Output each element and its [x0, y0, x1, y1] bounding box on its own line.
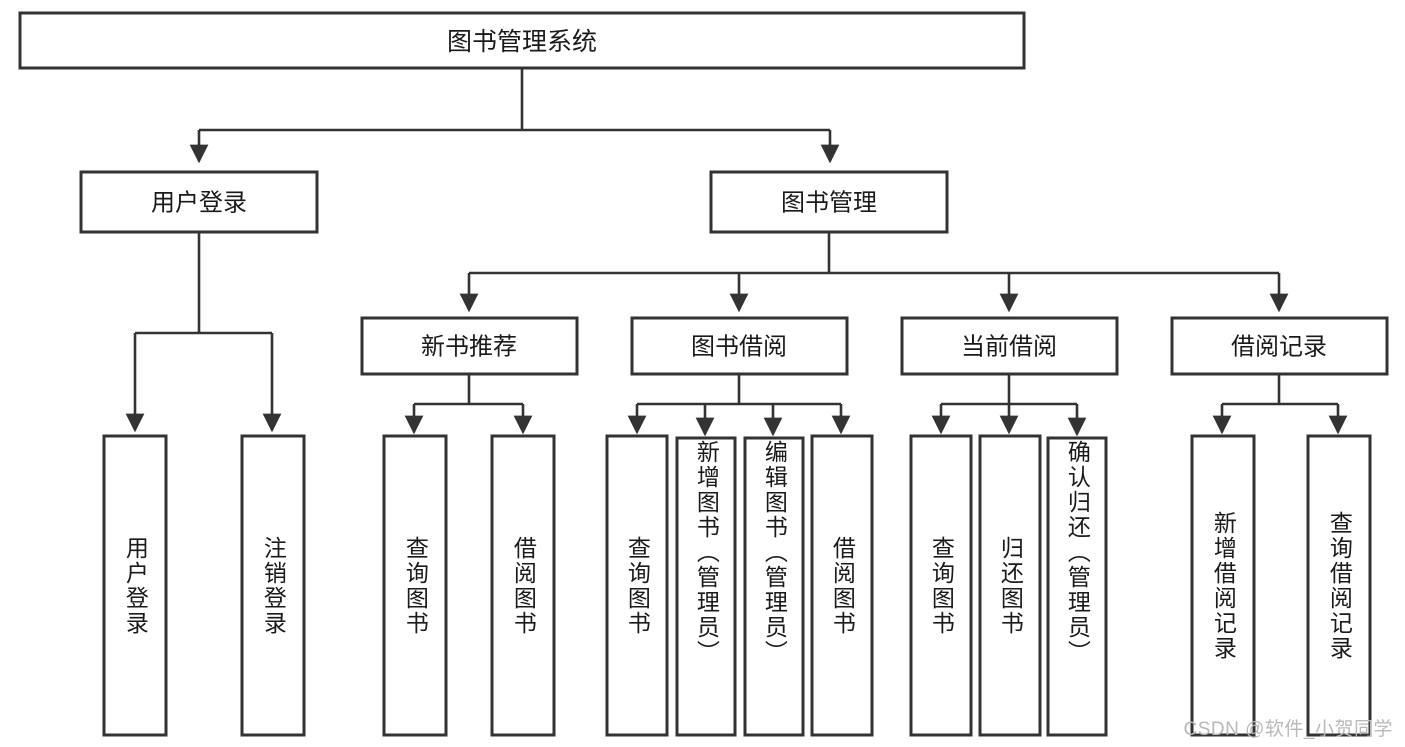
node-root-label: 图书管理系统 [447, 28, 597, 56]
node-book-borrow[interactable]: 图书借阅 [630, 316, 849, 376]
node-user-login-label: 用户登录 [151, 190, 247, 217]
csdn-watermark: CSDN @软件_小贺同学 [1183, 719, 1393, 740]
node-root[interactable]: 图书管理系统 [18, 11, 1026, 70]
leaf-box [1046, 436, 1108, 737]
connector-book-borrow-to-leaves [627, 374, 851, 437]
node-current-borrow-label: 当前借阅 [961, 334, 1057, 361]
node-user-login[interactable]: 用户登录 [79, 170, 319, 234]
leaf-node-new-book-recommend-2[interactable] [490, 434, 556, 737]
node-borrow-record-box [1170, 316, 1389, 376]
leaf-box [810, 434, 874, 737]
connector-book-mgmt-to-level3 [459, 232, 1289, 313]
node-book-borrow-box [630, 316, 849, 376]
leaf-node-current-borrow-1[interactable] [909, 434, 973, 737]
leaf-node-book-borrow-2[interactable] [675, 436, 737, 737]
node-book-management[interactable]: 图书管理 [709, 170, 949, 234]
leaf-box [909, 434, 973, 737]
leaf-node-new-book-recommend-1[interactable] [382, 434, 448, 737]
node-new-book-recommend-box [360, 316, 579, 376]
leaf-node-borrow-record-2[interactable] [1306, 434, 1372, 737]
connector-current-borrow-to-leaves [931, 374, 1087, 437]
leaf-node-book-borrow-4[interactable] [810, 434, 874, 737]
leaf-box [675, 436, 737, 737]
connector-borrow-record-to-leaves [1212, 374, 1348, 435]
node-borrow-record-label: 借阅记录 [1231, 334, 1327, 361]
leaf-box [382, 434, 448, 737]
node-new-book-recommend-label: 新书推荐 [421, 334, 517, 361]
connector-root-to-level2 [189, 68, 840, 164]
leaf-box [743, 436, 805, 737]
leaf-box [240, 434, 306, 737]
leaf-node-user-login-2[interactable] [240, 434, 306, 737]
node-current-borrow[interactable]: 当前借阅 [900, 316, 1119, 376]
node-root-box [18, 11, 1026, 70]
leaf-node-book-borrow-1[interactable] [605, 434, 669, 737]
leaf-box [1190, 434, 1256, 737]
node-book-borrow-label: 图书借阅 [691, 334, 787, 361]
leaf-box [102, 434, 168, 737]
connector-user-login-to-leaves [125, 232, 282, 433]
leaf-box [978, 434, 1042, 737]
leaf-node-book-borrow-3[interactable] [743, 436, 805, 737]
node-book-management-label: 图书管理 [781, 190, 877, 217]
node-new-book-recommend[interactable]: 新书推荐 [360, 316, 579, 376]
node-book-management-box [709, 170, 949, 234]
leaf-box [490, 434, 556, 737]
connector-new-book-recommend-to-leaves [404, 374, 533, 435]
leaf-box [1306, 434, 1372, 737]
leaf-node-current-borrow-2[interactable] [978, 434, 1042, 737]
leaf-box [605, 434, 669, 737]
leaf-node-borrow-record-1[interactable] [1190, 434, 1256, 737]
node-current-borrow-box [900, 316, 1119, 376]
leaf-node-user-login-1[interactable] [102, 434, 168, 737]
node-borrow-record[interactable]: 借阅记录 [1170, 316, 1389, 376]
leaf-node-current-borrow-3[interactable] [1046, 436, 1108, 737]
